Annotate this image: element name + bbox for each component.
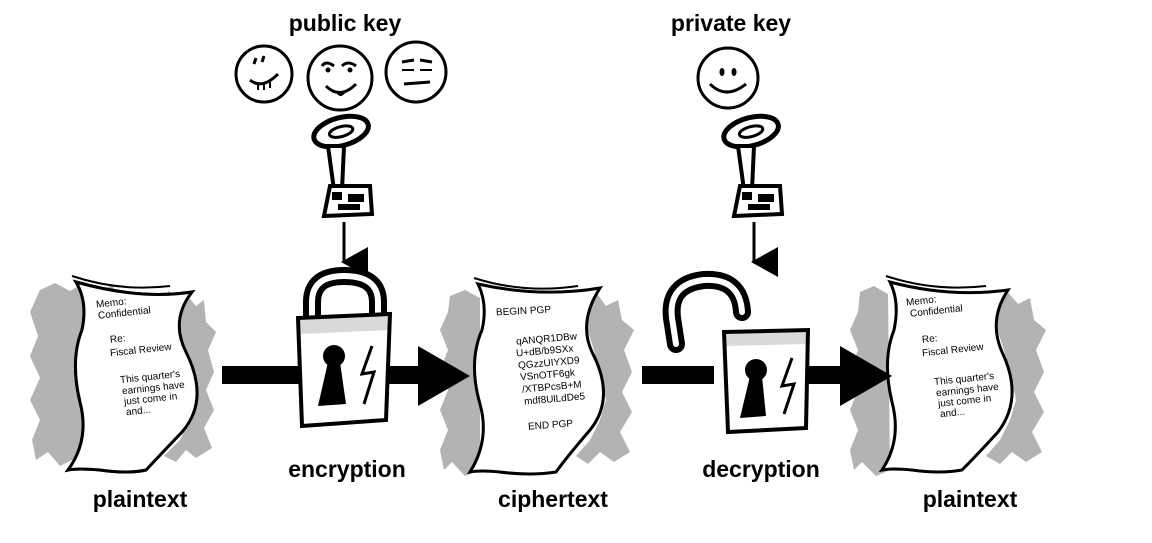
shadow-trim-left (64, 279, 216, 474)
private-key-label: private key (670, 10, 792, 36)
private-smiley-face-icon (696, 46, 760, 110)
re-heading: Re: (921, 333, 939, 346)
document-curl (885, 275, 987, 289)
encryption-label: encryption (288, 456, 406, 482)
ciphertext-document (440, 277, 634, 476)
neutral-face-icon (384, 40, 448, 104)
plaintext-label-right: plaintext (922, 486, 1018, 512)
document-shadow (440, 290, 480, 476)
document-curl (473, 277, 579, 290)
open-padlock-icon (662, 270, 811, 435)
ciphertext-label: ciphertext (498, 486, 608, 512)
public-key-icon (311, 113, 375, 219)
plaintext-label-left: plaintext (92, 486, 188, 512)
re-heading: Re: (109, 333, 127, 346)
document-sheet (878, 279, 1014, 474)
closed-padlock-icon (295, 266, 393, 429)
arrow-plaintext-to-ciphertext (222, 346, 470, 406)
document-curl (71, 275, 171, 289)
plaintext-document-right (850, 275, 1046, 476)
private-key-icon (721, 113, 785, 219)
arrow-ciphertext-to-plaintext (642, 346, 892, 406)
smiling-face-icon (306, 44, 374, 112)
public-key-label: public key (288, 10, 402, 36)
document-sheet (466, 281, 605, 476)
decryption-label: decryption (702, 456, 820, 482)
smiley-face-icon (234, 44, 294, 104)
